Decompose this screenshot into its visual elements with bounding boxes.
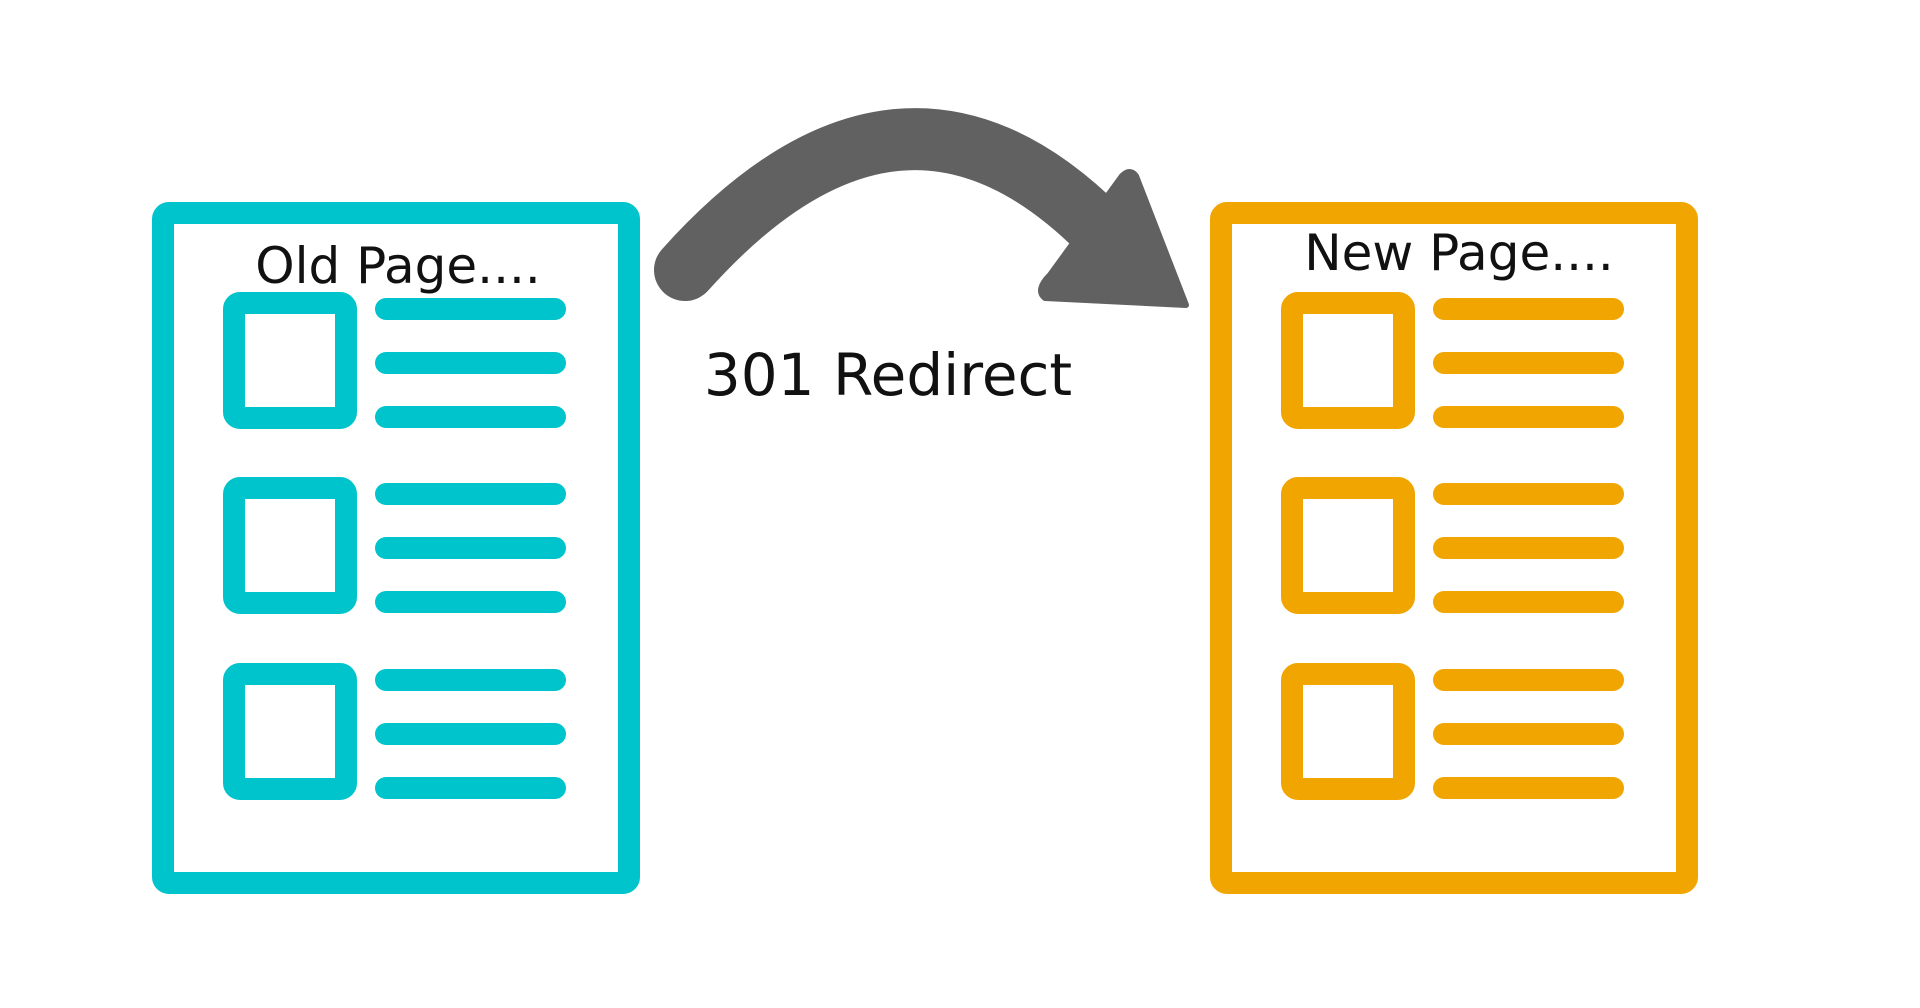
old-page-row <box>223 663 566 800</box>
new-page-document <box>1210 202 1698 894</box>
old-page-row <box>223 292 566 429</box>
arrow-shaft <box>654 108 1131 301</box>
new-page-row <box>1281 477 1624 614</box>
old-page-frame <box>152 202 640 894</box>
new-page-row <box>1281 663 1624 800</box>
thumbnail-icon <box>223 477 357 614</box>
redirect-label: 301 Redirect <box>704 341 1072 409</box>
thumbnail-icon <box>223 663 357 800</box>
curved-arrow-icon <box>654 108 1189 308</box>
arrow-head <box>1038 169 1189 308</box>
thumbnail-icon <box>1281 292 1415 429</box>
new-page-frame <box>1210 202 1698 894</box>
thumbnail-icon <box>223 292 357 429</box>
new-page-row <box>1281 292 1624 429</box>
old-page-row <box>223 477 566 614</box>
new-page-title: New Page.... <box>1304 224 1614 282</box>
thumbnail-icon <box>1281 477 1415 614</box>
thumbnail-icon <box>1281 663 1415 800</box>
old-page-title: Old Page.... <box>255 237 541 295</box>
old-page-document <box>152 202 640 894</box>
